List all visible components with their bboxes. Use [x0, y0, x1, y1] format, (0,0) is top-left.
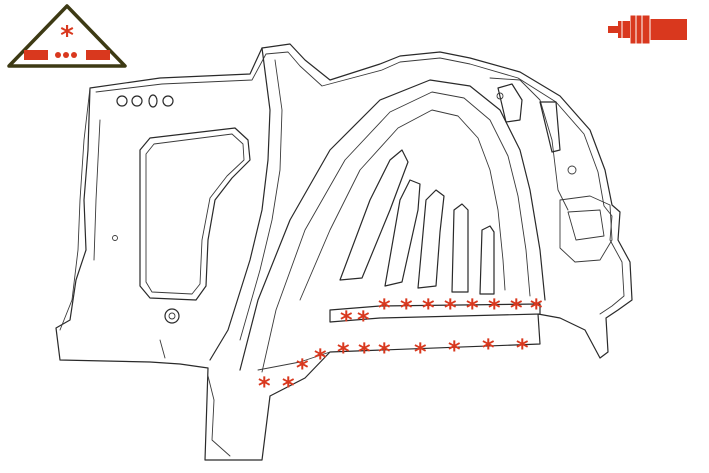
spot-weld-gun-icon	[608, 14, 687, 45]
weld-star: *	[422, 294, 435, 322]
weld-star: *	[337, 338, 350, 366]
weld-star: *	[378, 294, 391, 322]
weld-star: *	[448, 336, 461, 364]
triangle-weld-badge-icon: *	[7, 4, 127, 68]
weld-star: *	[414, 338, 427, 366]
weld-star: *	[358, 338, 371, 366]
weld-star: *	[357, 306, 370, 334]
weld-star: *	[282, 372, 295, 400]
weld-star: *	[296, 354, 309, 382]
weld-star: *	[466, 294, 479, 322]
weld-star: *	[444, 294, 457, 322]
weld-star: *	[378, 338, 391, 366]
weld-star: *	[258, 372, 271, 400]
quarter-panel-outline	[55, 43, 633, 461]
weld-star: *	[314, 344, 327, 372]
weld-marker-group: * * * * * * * * * * * * * * * * * * * * …	[258, 294, 543, 400]
weld-star: *	[510, 294, 523, 322]
weld-star: *	[482, 334, 495, 362]
weld-star: *	[400, 294, 413, 322]
weld-star: *	[488, 294, 501, 322]
weld-star: *	[530, 294, 543, 322]
weld-star: *	[516, 334, 529, 362]
badge-weld-star: *	[60, 21, 74, 51]
weld-star: *	[340, 306, 353, 334]
